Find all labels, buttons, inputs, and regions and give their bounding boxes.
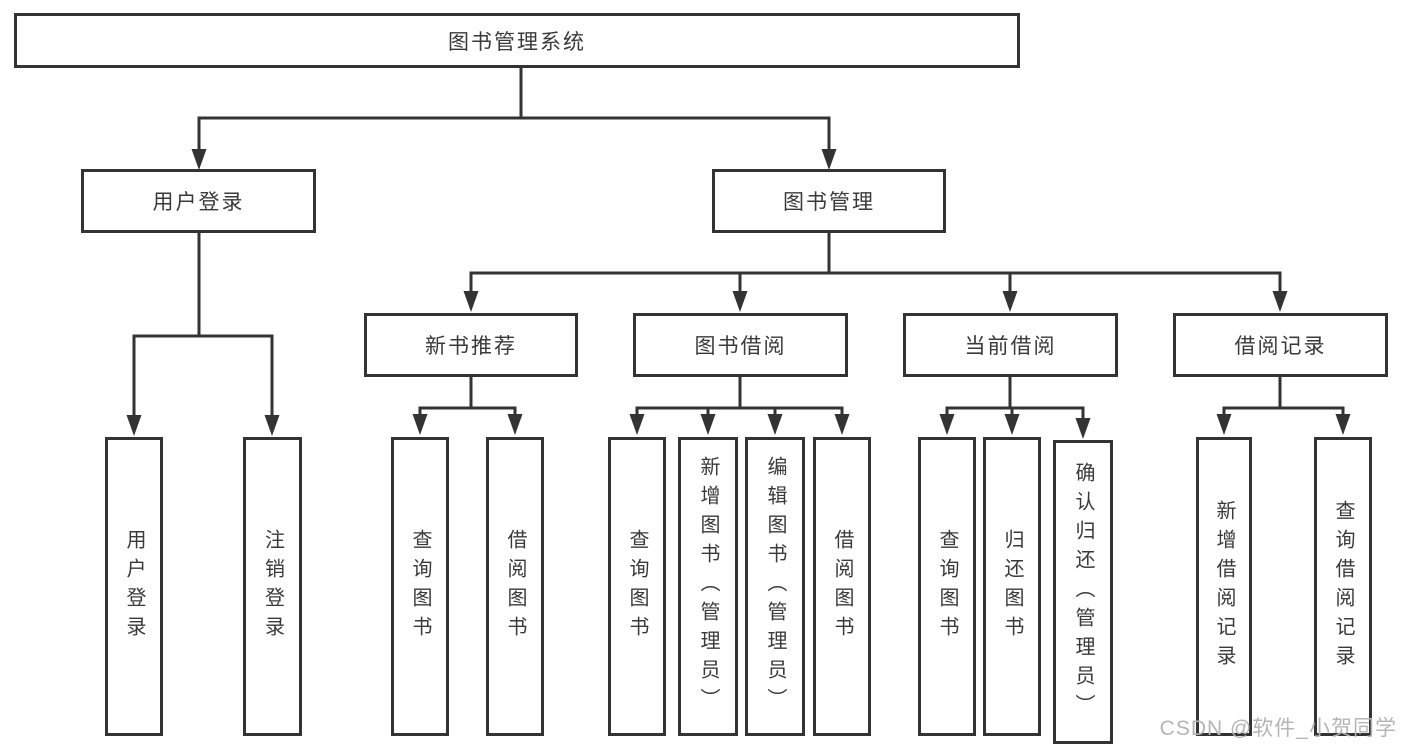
node-nb-query-book: 查询图书 [391,437,449,736]
node-user-login-leaf: 用户登录 [105,437,163,736]
node-new-book-recommend: 新书推荐 [364,313,578,377]
node-label: 注销登录 [261,528,284,645]
node-label: 新增图书（管理员） [697,456,719,717]
node-label: 归还图书 [1001,528,1023,645]
node-user-login: 用户登录 [81,169,316,233]
node-label: 确认归还（管理员） [1072,461,1094,723]
node-br-query-record: 查询借阅记录 [1314,437,1372,736]
node-label: 查询图书 [626,528,648,645]
node-label: 用户登录 [123,528,145,645]
node-cb-query-book: 查询图书 [918,437,976,736]
node-bb-query-book: 查询图书 [608,437,666,736]
node-logout-leaf: 注销登录 [243,437,302,736]
node-borrow-record: 借阅记录 [1173,313,1388,377]
node-label: 查询借阅记录 [1332,499,1354,674]
node-label: 查询图书 [409,528,431,645]
node-bb-borrow-book: 借阅图书 [813,437,871,736]
node-nb-borrow-book: 借阅图书 [486,437,544,736]
node-current-borrow: 当前借阅 [903,313,1118,377]
node-br-add-record: 新增借阅记录 [1196,437,1252,736]
node-cb-return-book: 归还图书 [983,437,1041,736]
node-label: 查询图书 [936,528,958,645]
node-book-management: 图书管理 [712,169,946,233]
csdn-watermark: CSDN @软件_小贺同学 [1159,717,1397,740]
node-label: 借阅图书 [504,528,526,645]
node-label: 借阅图书 [831,528,853,645]
node-library-management-system: 图书管理系统 [14,13,1020,68]
node-bb-add-book: 新增图书（管理员） [678,437,738,736]
node-bb-edit-book: 编辑图书（管理员） [745,437,805,736]
node-book-borrow: 图书借阅 [633,313,848,377]
node-label: 编辑图书（管理员） [764,456,786,717]
node-label: 新增借阅记录 [1213,499,1235,674]
node-cb-confirm-return: 确认归还（管理员） [1053,440,1113,744]
